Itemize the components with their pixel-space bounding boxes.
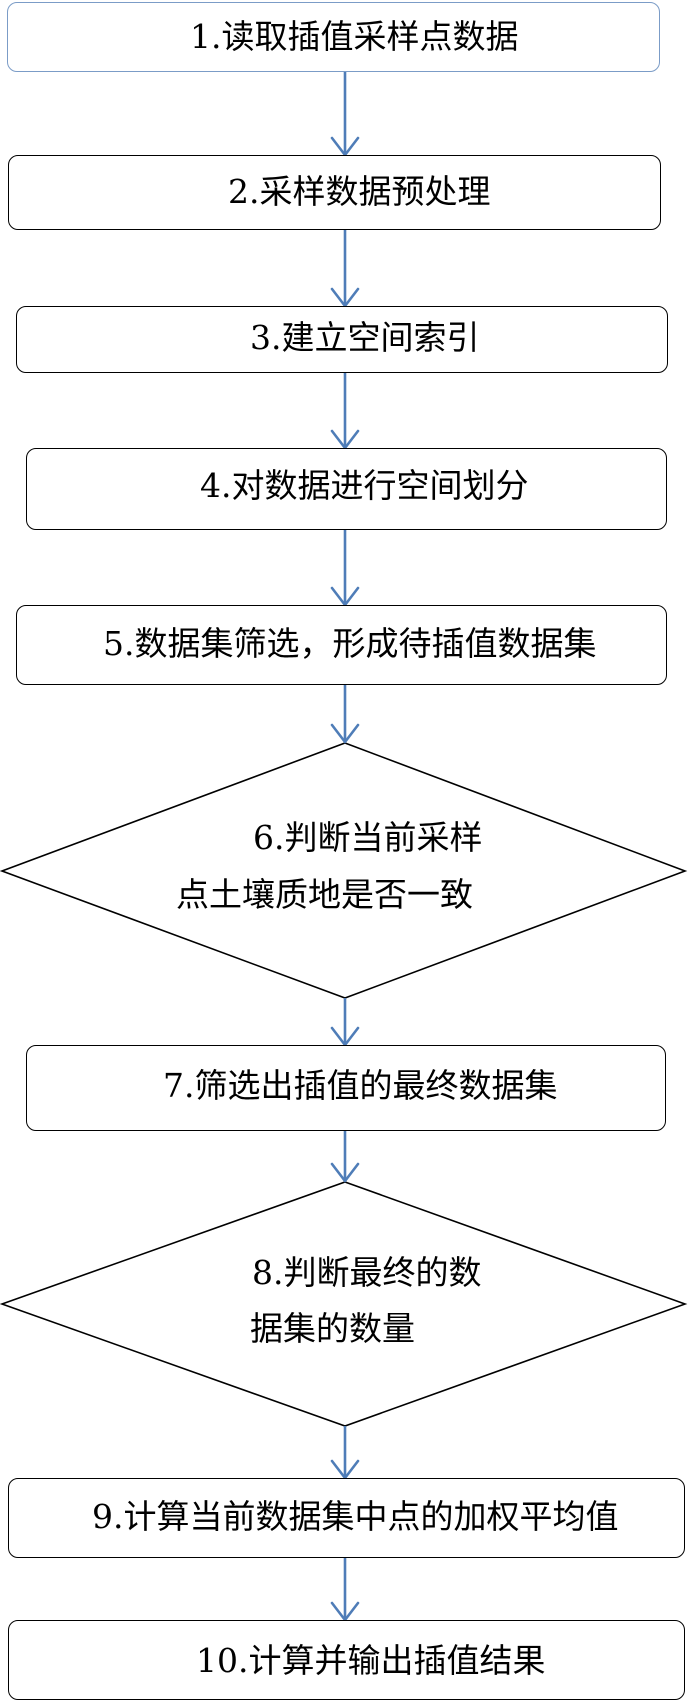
step-8-label-line-1: 8.判断最终的数 bbox=[252, 1253, 482, 1292]
arrow-1-2 bbox=[330, 72, 360, 157]
arrow-2-3 bbox=[330, 230, 360, 308]
step-box-2 bbox=[8, 155, 661, 230]
decision-diamond-6 bbox=[0, 742, 688, 999]
step-10-label: 10.计算并输出插值结果 bbox=[196, 1641, 546, 1680]
arrow-9-10 bbox=[330, 1558, 360, 1622]
step-4-label: 4.对数据进行空间划分 bbox=[200, 466, 529, 505]
step-7-label: 7.筛选出插值的最终数据集 bbox=[163, 1066, 558, 1105]
step-box-10 bbox=[8, 1620, 685, 1700]
step-box-3 bbox=[16, 306, 668, 373]
step-1-label: 1.读取插值采样点数据 bbox=[190, 17, 519, 56]
arrow-7-8 bbox=[330, 1131, 360, 1183]
step-box-5 bbox=[16, 605, 667, 685]
step-8-label-line-2: 据集的数量 bbox=[250, 1309, 415, 1348]
arrow-8-9 bbox=[330, 1426, 360, 1480]
decision-diamond-8 bbox=[0, 1181, 688, 1427]
arrow-5-6 bbox=[330, 685, 360, 744]
step-9-label: 9.计算当前数据集中点的加权平均值 bbox=[92, 1497, 619, 1536]
arrow-6-7 bbox=[330, 998, 360, 1047]
step-3-label: 3.建立空间索引 bbox=[250, 318, 480, 357]
step-2-label: 2.采样数据预处理 bbox=[228, 172, 491, 211]
step-6-label-line-1: 6.判断当前采样 bbox=[253, 818, 483, 857]
step-box-4 bbox=[26, 448, 667, 530]
step-box-1 bbox=[7, 2, 660, 72]
step-5-label: 5.数据集筛选，形成待插值数据集 bbox=[103, 624, 597, 663]
step-box-7 bbox=[26, 1045, 666, 1131]
arrow-4-5 bbox=[330, 530, 360, 607]
step-box-9 bbox=[8, 1478, 685, 1558]
step-6-label-line-2: 点土壤质地是否一致 bbox=[176, 875, 473, 914]
arrow-3-4 bbox=[330, 373, 360, 450]
